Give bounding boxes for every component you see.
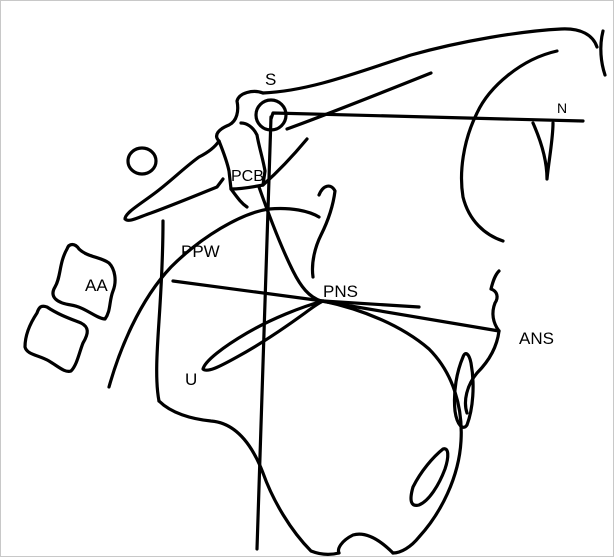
label-pns: PNS [323, 282, 358, 301]
label-s: S [265, 70, 276, 89]
pterygoid-process [312, 186, 335, 277]
cranial-base-lower [287, 73, 431, 129]
label-ans: ANS [519, 329, 554, 348]
label-n: N [557, 100, 567, 116]
label-pcb: PCB [231, 168, 264, 185]
cervical-vertebrae [25, 245, 115, 372]
lower-incisor [411, 449, 448, 506]
incisor [454, 354, 473, 428]
frontal-curve [601, 31, 605, 75]
label-u: U [185, 370, 197, 389]
ans-curve [491, 271, 499, 331]
cranial-base [263, 29, 605, 241]
posterior-pharyngeal-wall [157, 221, 163, 401]
chin-curve [339, 534, 393, 553]
tongue-outline [159, 301, 461, 554]
pharynx [109, 186, 335, 401]
label-aa: AA [85, 276, 108, 295]
label-ppw: PPW [181, 242, 220, 261]
nasal-bone [533, 123, 553, 179]
ear-rod-circle [128, 148, 156, 174]
clivus-line-2 [231, 189, 247, 207]
premaxilla [465, 331, 499, 413]
anterior-cranial-base [263, 29, 597, 93]
sella-region [125, 91, 307, 220]
c2-outline [25, 306, 87, 371]
